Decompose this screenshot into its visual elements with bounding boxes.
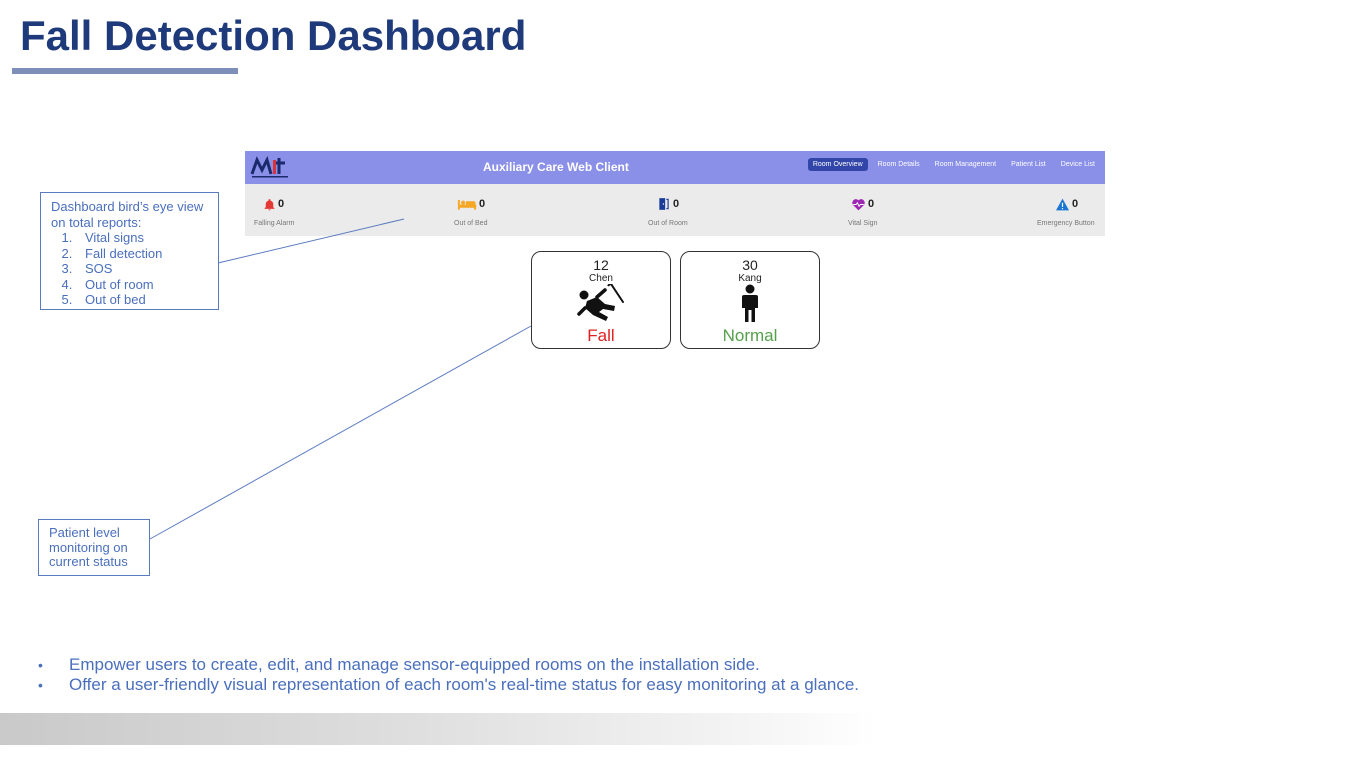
overview-connector-line — [217, 218, 405, 264]
stat-out-of-bed[interactable]: 0 Out of Bed — [454, 196, 487, 227]
stat-falling-alarm[interactable]: 0 Falling Alarm — [254, 196, 294, 227]
stat-out-of-room[interactable]: 0 Out of Room — [648, 196, 688, 227]
nav-patient-list[interactable]: Patient List — [1011, 161, 1046, 168]
patient-name: Chen — [589, 273, 613, 284]
app-nav: Room Overview Room Details Room Manageme… — [807, 158, 1100, 171]
bell-icon — [264, 198, 275, 210]
patient-connector-line — [149, 325, 532, 540]
list-item: Out of room — [76, 277, 210, 293]
callout-dashboard-overview: Dashboard bird’s eye view on total repor… — [40, 192, 219, 310]
warning-icon — [1056, 198, 1069, 210]
list-item: SOS — [76, 261, 210, 277]
room-number: 30 — [742, 257, 758, 273]
heart-pulse-icon — [852, 198, 865, 210]
list-item: Out of bed — [76, 292, 210, 308]
report-types-list: Vital signs Fall detection SOS Out of ro… — [51, 230, 210, 308]
stat-vital-sign[interactable]: 0 Vital Sign — [848, 196, 877, 227]
person-standing-icon — [742, 284, 758, 322]
title-underline — [12, 68, 238, 74]
stat-label: Out of Room — [648, 220, 688, 227]
app-header-bar: Auxiliary Care Web Client Room Overview … — [245, 151, 1105, 184]
person-falling-icon — [577, 284, 624, 321]
app-title: Auxiliary Care Web Client — [483, 160, 629, 174]
app-logo — [250, 155, 288, 178]
room-status: Fall — [587, 326, 615, 345]
stats-bar: 0 Falling Alarm 0 Out of Bed 0 Out of — [245, 184, 1105, 236]
stat-label: Out of Bed — [454, 220, 488, 227]
bed-icon — [457, 199, 477, 210]
room-card-12[interactable]: 12 Chen Fall — [531, 251, 671, 349]
list-item: Vital signs — [76, 230, 210, 246]
nav-device-list[interactable]: Device List — [1060, 161, 1095, 168]
stat-count: 0 — [479, 198, 486, 210]
room-number: 12 — [593, 257, 609, 273]
stat-count: 0 — [1072, 198, 1079, 210]
stat-emergency-button[interactable]: 0 Emergency Button — [1037, 196, 1095, 227]
stat-count: 0 — [868, 198, 875, 210]
room-card-30[interactable]: 30 Kang Normal — [680, 251, 820, 349]
bullet-item: Empower users to create, edit, and manag… — [38, 655, 859, 675]
room-status: Normal — [722, 326, 778, 345]
nav-room-details[interactable]: Room Details — [877, 161, 920, 168]
callout-patient-monitoring: Patient level monitoring on current stat… — [38, 519, 150, 576]
stat-count: 0 — [673, 198, 680, 210]
footer-band — [0, 713, 1350, 745]
stat-label: Falling Alarm — [254, 220, 295, 227]
nav-room-overview[interactable]: Room Overview — [807, 158, 868, 171]
slide-title: Fall Detection Dashboard — [20, 12, 527, 59]
stat-count: 0 — [278, 198, 285, 210]
callout-text: Patient level monitoring on current stat… — [49, 525, 128, 569]
patient-name: Kang — [738, 273, 762, 284]
summary-bullets: Empower users to create, edit, and manag… — [38, 655, 859, 695]
callout-intro: Dashboard bird’s eye view on total repor… — [51, 199, 204, 230]
stat-label: Emergency Button — [1037, 220, 1095, 227]
list-item: Fall detection — [76, 246, 210, 262]
bullet-item: Offer a user-friendly visual representat… — [38, 675, 859, 695]
door-icon — [659, 198, 669, 210]
stat-label: Vital Sign — [848, 220, 878, 227]
nav-room-management[interactable]: Room Management — [934, 161, 997, 168]
